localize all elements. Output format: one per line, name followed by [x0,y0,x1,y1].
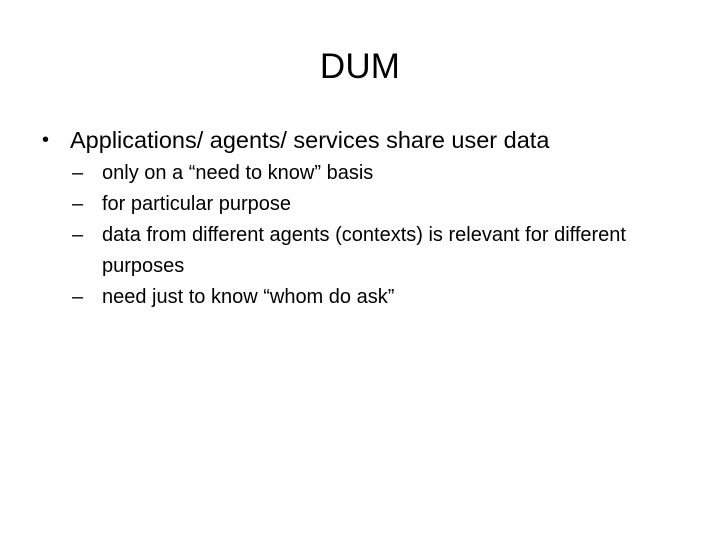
sub-bullet-list: – only on a “need to know” basis – for p… [36,158,686,313]
sub-bullet-item-2: – for particular purpose [36,189,686,220]
dash-icon: – [72,224,84,246]
bullet-level1: • Applications/ agents/ services share u… [36,124,686,156]
sub-bullet-item-1: – only on a “need to know” basis [36,158,686,189]
bullet-dot-icon: • [42,129,50,151]
slide-body-content: • Applications/ agents/ services share u… [36,124,686,313]
page-title: DUM [319,47,401,86]
dash-icon: – [72,162,84,184]
dash-icon: – [72,193,84,215]
dash-icon: – [72,286,84,308]
sub-bullet-item-4: – need just to know “whom do ask” [36,282,686,313]
sub-bullet-label-3: data from different agents (contexts) is… [102,224,626,277]
sub-bullet-item-3: – data from different agents (contexts) … [36,220,686,282]
sub-bullet-label-4: need just to know “whom do ask” [102,286,395,308]
sub-bullet-label-2: for particular purpose [102,193,291,215]
sub-bullet-label-1: only on a “need to know” basis [102,162,374,184]
bullet-level1-label: Applications/ agents/ services share use… [70,127,550,153]
